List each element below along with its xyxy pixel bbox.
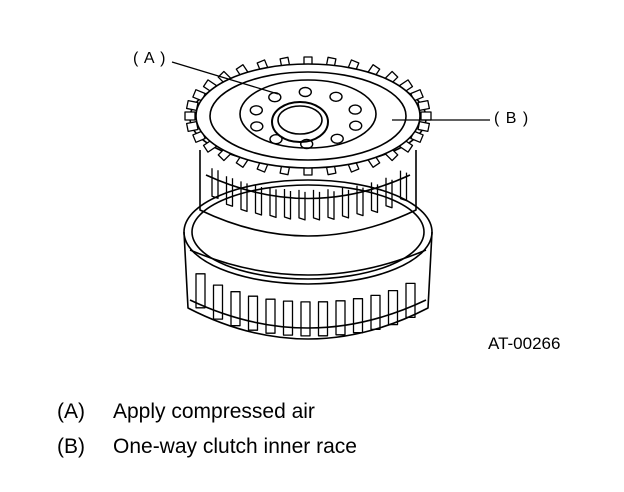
- drum-slot: [335, 300, 346, 336]
- legend-text: Apply compressed air: [113, 400, 315, 423]
- drum-slot: [265, 298, 276, 334]
- legend-text: One-way clutch inner race: [113, 435, 357, 458]
- legend-item: (A) Apply compressed air: [57, 400, 315, 424]
- hub-spline: [225, 176, 234, 207]
- hub-spline: [341, 187, 350, 219]
- legend-item: (B) One-way clutch inner race: [57, 435, 357, 459]
- drum-slot: [387, 289, 399, 326]
- callout-label-a: ( A ): [133, 50, 167, 67]
- hub-spline: [283, 189, 292, 220]
- bolt-hole: [249, 105, 263, 116]
- bolt-hole: [250, 121, 264, 132]
- bolt-hole: [330, 133, 344, 145]
- bolt-hole: [300, 138, 314, 150]
- drum-slot: [370, 294, 381, 331]
- drum-slot: [282, 300, 294, 336]
- leader-lines: [171, 61, 490, 121]
- hub-spline: [211, 168, 219, 199]
- figure-id: AT-00266: [488, 334, 561, 353]
- hub-spline: [312, 189, 321, 221]
- hub-spline: [327, 189, 335, 220]
- bolt-hole: [298, 86, 312, 98]
- drum-slot: [352, 298, 364, 334]
- gear-tooth: [420, 111, 432, 121]
- drum-slot: [212, 284, 224, 320]
- hub-spline: [385, 177, 393, 209]
- drum-slot: [317, 301, 329, 337]
- clutch-assembly-illustration: [171, 56, 490, 340]
- drum-slot: [230, 291, 241, 327]
- gear-tooth: [184, 111, 196, 121]
- hub-spline: [399, 170, 408, 202]
- drum-slot: [247, 295, 259, 331]
- hub-spline: [370, 182, 379, 214]
- legend-code: (B): [57, 435, 85, 458]
- drum-slot: [405, 282, 416, 319]
- bolt-hole: [349, 120, 363, 131]
- hub-spline: [254, 185, 263, 216]
- drum-slot: [300, 301, 311, 337]
- legend-code: (A): [57, 400, 85, 423]
- drum-slot: [195, 273, 206, 309]
- upper-gear-hub: [184, 56, 432, 237]
- callout-label-b: ( B ): [494, 110, 530, 127]
- hub-spline: [240, 181, 248, 213]
- lower-clutch-drum: [183, 179, 433, 340]
- hub-spline: [356, 185, 364, 217]
- hub-spline: [269, 187, 277, 219]
- bolt-hole: [269, 133, 283, 145]
- bolt-hole: [329, 91, 343, 103]
- hub-spline: [298, 189, 306, 221]
- bolt-hole: [348, 104, 362, 115]
